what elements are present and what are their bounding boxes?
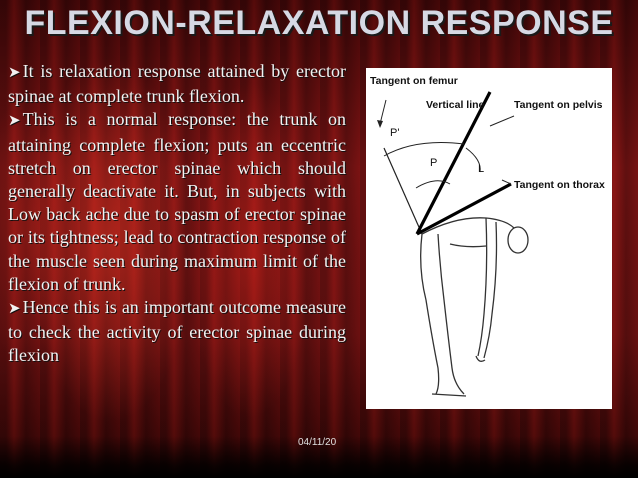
bullet-3-text: Hence this is an important outcome measu… — [8, 297, 346, 366]
label-tangent-pelvis: Tangent on pelvis — [514, 99, 603, 111]
pelvis-pointer — [489, 115, 515, 127]
label-vertical-line: Vertical line — [426, 99, 485, 111]
slide-body: ➤It is relaxation response attained by e… — [8, 60, 346, 368]
arc-p — [415, 180, 451, 189]
bullet-1-text: It is relaxation response attained by er… — [8, 61, 346, 107]
slide-title: FLEXION-RELAXATION RESPONSE — [24, 4, 614, 42]
arc-p-prime — [383, 142, 465, 157]
label-p: P — [430, 157, 437, 169]
tangent-thorax-line — [416, 182, 512, 236]
flexion-diagram: Tangent on femur Vertical line Tangent o… — [366, 68, 612, 409]
label-p-prime: P' — [390, 127, 399, 139]
slide-date: 04/11/20 — [298, 437, 337, 448]
vertical-line — [383, 147, 423, 235]
bullet-1: ➤It is relaxation response attained by e… — [8, 60, 346, 108]
bending-person-figure — [420, 217, 529, 397]
femur-pointer — [379, 99, 387, 125]
label-tangent-femur: Tangent on femur — [370, 75, 458, 87]
label-l: L — [478, 163, 484, 175]
slide-bottom-band — [0, 436, 638, 478]
bullet-3: ➤Hence this is an important outcome meas… — [8, 296, 346, 368]
arrow-bullet-icon: ➤ — [8, 301, 21, 318]
arrow-bullet-icon: ➤ — [8, 65, 21, 81]
arc-l — [465, 147, 481, 173]
arrow-head-icon — [377, 120, 383, 128]
arrow-bullet-icon: ➤ — [8, 113, 21, 130]
label-tangent-thorax: Tangent on thorax — [514, 179, 605, 191]
tangent-pelvis-line — [415, 91, 492, 235]
bullet-2-text: This is a normal response: the trunk on … — [8, 109, 346, 294]
thorax-pointer — [501, 179, 512, 185]
bullet-2: ➤This is a normal response: the trunk on… — [8, 108, 346, 296]
